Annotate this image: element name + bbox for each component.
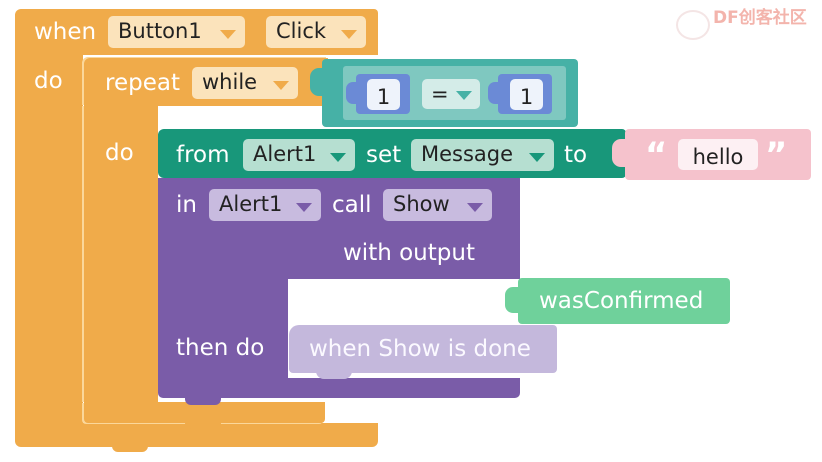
string-connector [612, 139, 630, 167]
call-block-footer [158, 378, 520, 398]
string-open-quote: “ [645, 135, 668, 175]
watermark-logo-icon [676, 10, 710, 40]
output-connector [505, 287, 522, 313]
call-notch [185, 396, 221, 405]
call-in-label: in [176, 192, 197, 218]
number-right-field[interactable]: 1 [510, 79, 543, 110]
chevron-down-icon [341, 30, 357, 39]
event-name-dropdown[interactable]: Click [266, 16, 366, 48]
call-call-label: call [332, 192, 372, 218]
compare-operator-dropdown[interactable]: = [422, 79, 480, 109]
chevron-down-icon [330, 153, 346, 162]
number-connector-left [346, 82, 360, 104]
compare-connector [310, 68, 328, 96]
call-then-do-label: then do [176, 335, 265, 361]
event-do-label: do [34, 68, 63, 94]
chevron-down-icon [296, 203, 312, 212]
string-value-field[interactable]: hello [678, 139, 758, 170]
call-method-dropdown[interactable]: Show [383, 189, 492, 221]
chevron-down-icon [467, 203, 483, 212]
output-block[interactable] [518, 278, 730, 324]
number-connector-right [488, 82, 502, 104]
loop-repeat-label: repeat [105, 70, 180, 96]
event-name-text: Click [276, 19, 327, 43]
setter-from-label: from [176, 142, 230, 168]
event-notch [112, 443, 148, 452]
output-label: wasConfirmed [539, 288, 704, 314]
compare-operator-text: = [431, 82, 449, 106]
call-block-arm [158, 279, 288, 378]
watermark-text: DF创客社区 [713, 8, 807, 28]
loop-block-footer [84, 402, 325, 423]
call-component-dropdown[interactable]: Alert1 [209, 189, 321, 221]
number-left-field[interactable]: 1 [367, 79, 400, 110]
loop-do-label: do [105, 140, 134, 166]
setter-component-dropdown[interactable]: Alert1 [243, 139, 355, 171]
loop-mode-text: while [202, 70, 258, 94]
event-component-text: Button1 [118, 19, 202, 43]
setter-set-label: set [366, 142, 402, 168]
loop-mode-dropdown[interactable]: while [192, 67, 298, 99]
event-component-dropdown[interactable]: Button1 [108, 16, 245, 48]
event-when-label: when [34, 19, 97, 45]
setter-component-text: Alert1 [253, 142, 317, 166]
call-with-output-label: with output [343, 240, 475, 266]
chevron-down-icon [220, 30, 236, 39]
setter-to-label: to [564, 142, 588, 168]
callback-label: when Show is done [309, 336, 531, 362]
loop-block-arm [84, 106, 158, 402]
event-block-body [15, 55, 83, 423]
string-close-quote: ” [765, 135, 788, 175]
call-method-text: Show [393, 192, 450, 216]
call-component-text: Alert1 [219, 192, 283, 216]
setter-property-dropdown[interactable]: Message [411, 139, 554, 171]
callback-block[interactable] [289, 325, 557, 373]
chevron-down-icon [529, 153, 545, 162]
loop-notch [185, 420, 221, 429]
chevron-down-icon [456, 91, 472, 100]
setter-property-text: Message [421, 142, 514, 166]
callback-notch [316, 371, 352, 379]
chevron-down-icon [273, 81, 289, 90]
